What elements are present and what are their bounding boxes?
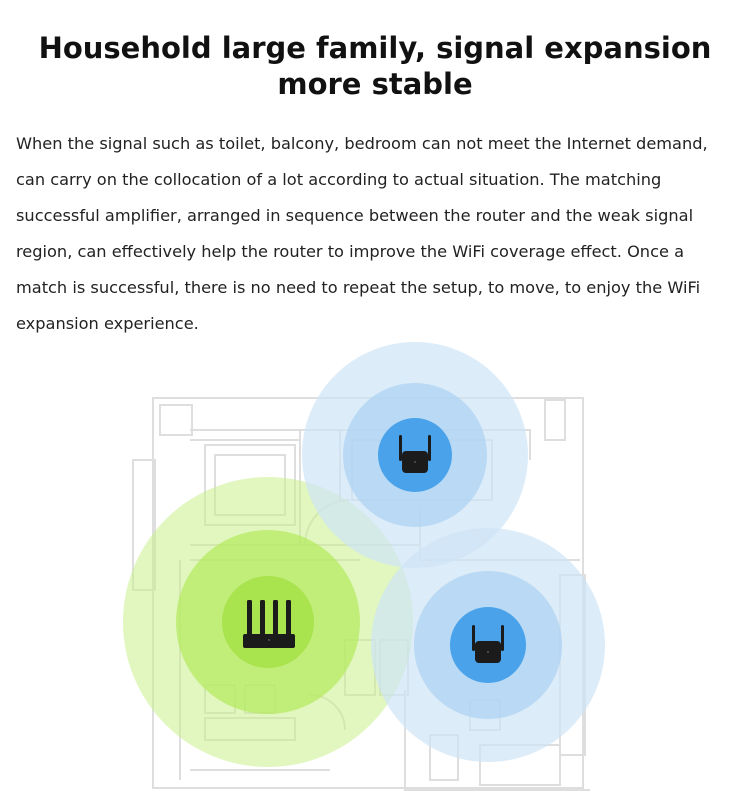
- description-line: When the signal such as toilet, balcony,…: [16, 134, 708, 153]
- title-line-1: Household large family, signal expansion: [38, 31, 712, 65]
- router-icon: [243, 600, 295, 648]
- wifi-coverage-illustration: [123, 342, 605, 791]
- description-paragraph: When the signal such as toilet, balcony,…: [16, 126, 744, 342]
- wifi-extender-icon: [399, 435, 431, 473]
- router-coverage: [123, 477, 413, 767]
- description-line: match is successful, there is no need to…: [16, 278, 701, 297]
- description-line: can carry on the collocation of a lot ac…: [16, 170, 662, 189]
- title-line-2: more stable: [277, 67, 473, 101]
- description-line: successful amplifier, arranged in sequen…: [16, 206, 694, 225]
- wifi-extender-icon: [472, 625, 504, 663]
- page-title: Household large family, signal expansion…: [0, 30, 750, 102]
- description-line: region, can effectively help the router …: [16, 242, 684, 261]
- description-line: expansion experience.: [16, 314, 199, 333]
